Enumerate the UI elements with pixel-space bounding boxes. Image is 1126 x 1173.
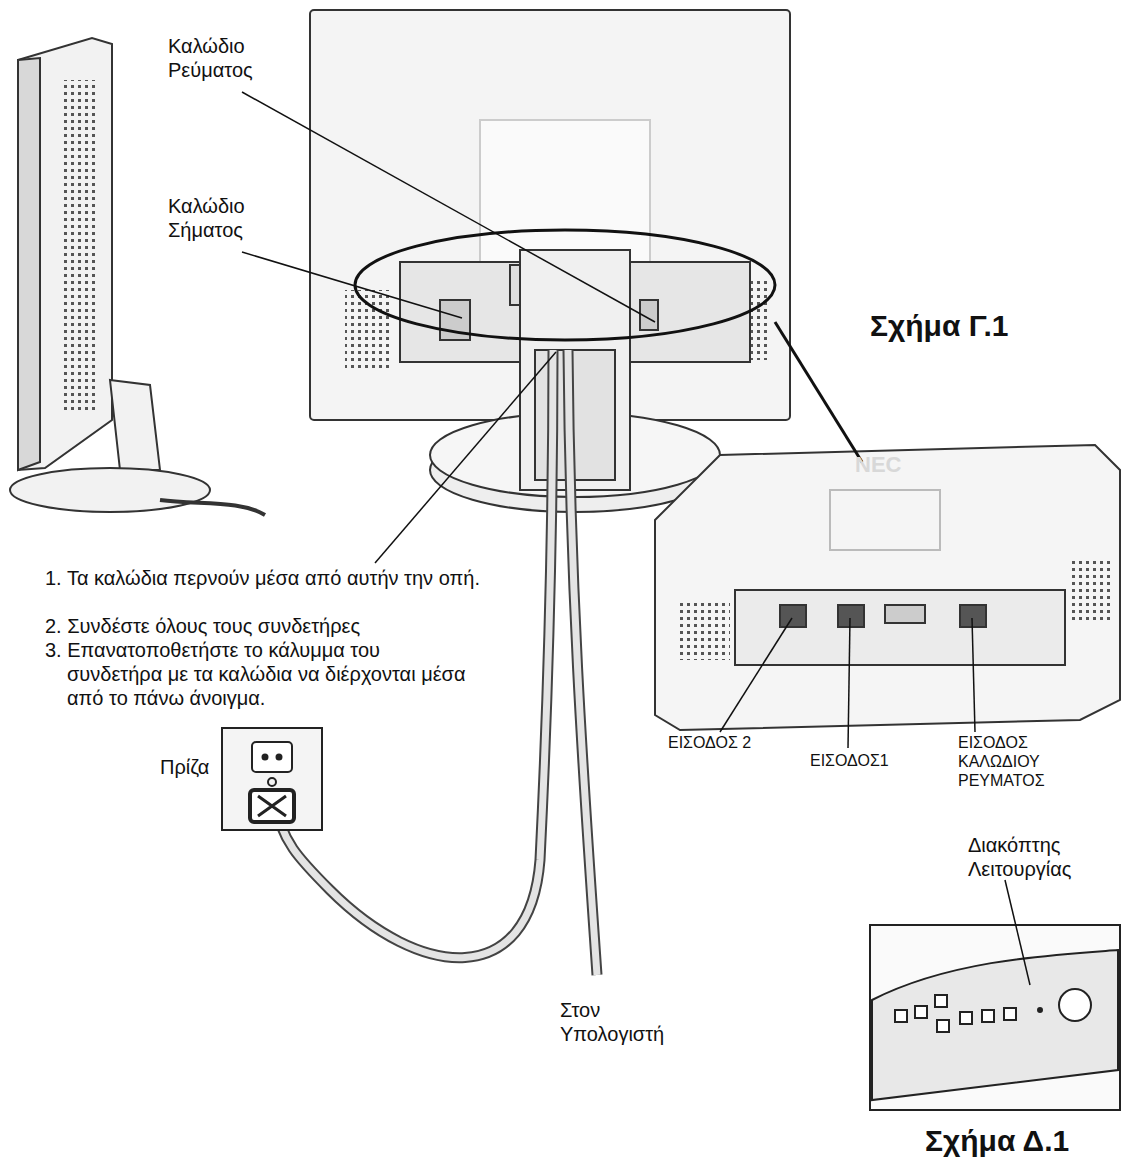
port-label: ΕΙΣΟΔΟΣ ΚΑΛΩΔΙΟΥ ΡΕΥΜΑΤΟΣ	[958, 733, 1078, 790]
instruction-note: 1. Τα καλώδια περνούν μέσα από αυτήν την…	[45, 566, 507, 590]
figure-label: Σχήμα Γ.1	[870, 308, 1070, 344]
wall-outlet	[222, 728, 322, 830]
callout-ellipse	[355, 230, 775, 340]
switch-label: Διακόπτης Λειτουργίας	[968, 833, 1098, 881]
brand-logo: NEC	[855, 452, 935, 478]
instruction-note: 3. Επανατοποθετήστε το κάλυμμα του συνδε…	[45, 638, 467, 710]
figure-label: Σχήμα Δ.1	[925, 1123, 1115, 1159]
outlet-label: Πρίζα	[160, 755, 240, 779]
instruction-note: 2. Συνδέστε όλους τους συνδετήρες	[45, 614, 507, 638]
port-label: ΕΙΣΟΔΟΣ 2	[668, 733, 778, 752]
cable-destination-label: Στον Υπολογιστή	[560, 998, 680, 1046]
cable-label: Καλώδιο Ρεύματος	[168, 34, 278, 82]
port-label: ΕΙΣΟΔΟΣ1	[810, 751, 910, 770]
power-switch-inset	[870, 925, 1120, 1110]
cables	[275, 350, 597, 975]
side-monitor	[10, 38, 265, 515]
monitor-rear-panel	[655, 445, 1120, 730]
cable-label: Καλώδιο Σήματος	[168, 194, 278, 242]
leader-lines	[242, 92, 1030, 985]
